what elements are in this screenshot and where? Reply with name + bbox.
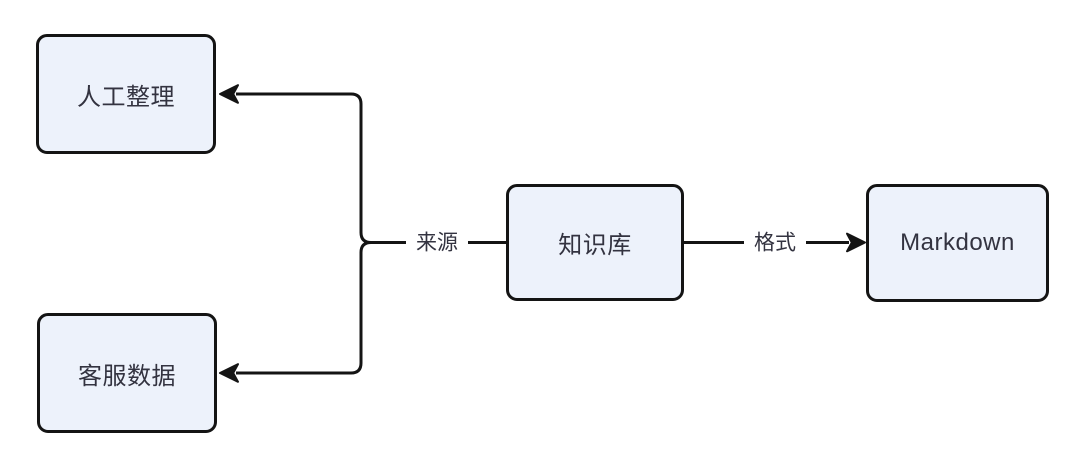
arrowhead-manual-curation-icon bbox=[219, 84, 239, 104]
node-customer-service-data-label: 客服数据 bbox=[78, 362, 176, 390]
node-customer-service-data: 客服数据 bbox=[37, 313, 217, 433]
node-knowledge-base-label: 知识库 bbox=[558, 232, 632, 259]
node-manual-curation: 人工整理 bbox=[36, 34, 216, 154]
node-manual-curation-label: 人工整理 bbox=[77, 83, 175, 111]
node-markdown: Markdown bbox=[866, 184, 1049, 302]
edge-label-source: 来源 bbox=[406, 227, 468, 258]
node-knowledge-base: 知识库 bbox=[506, 184, 684, 301]
edge-knowledge-base-to-customer-service-data bbox=[236, 241, 506, 375]
node-markdown-label: Markdown bbox=[900, 229, 1015, 256]
edge-label-format: 格式 bbox=[744, 227, 806, 258]
edge-knowledge-base-to-manual-curation bbox=[236, 92, 506, 244]
arrowhead-markdown-icon bbox=[846, 232, 866, 253]
arrowhead-customer-service-data-icon bbox=[219, 363, 239, 383]
